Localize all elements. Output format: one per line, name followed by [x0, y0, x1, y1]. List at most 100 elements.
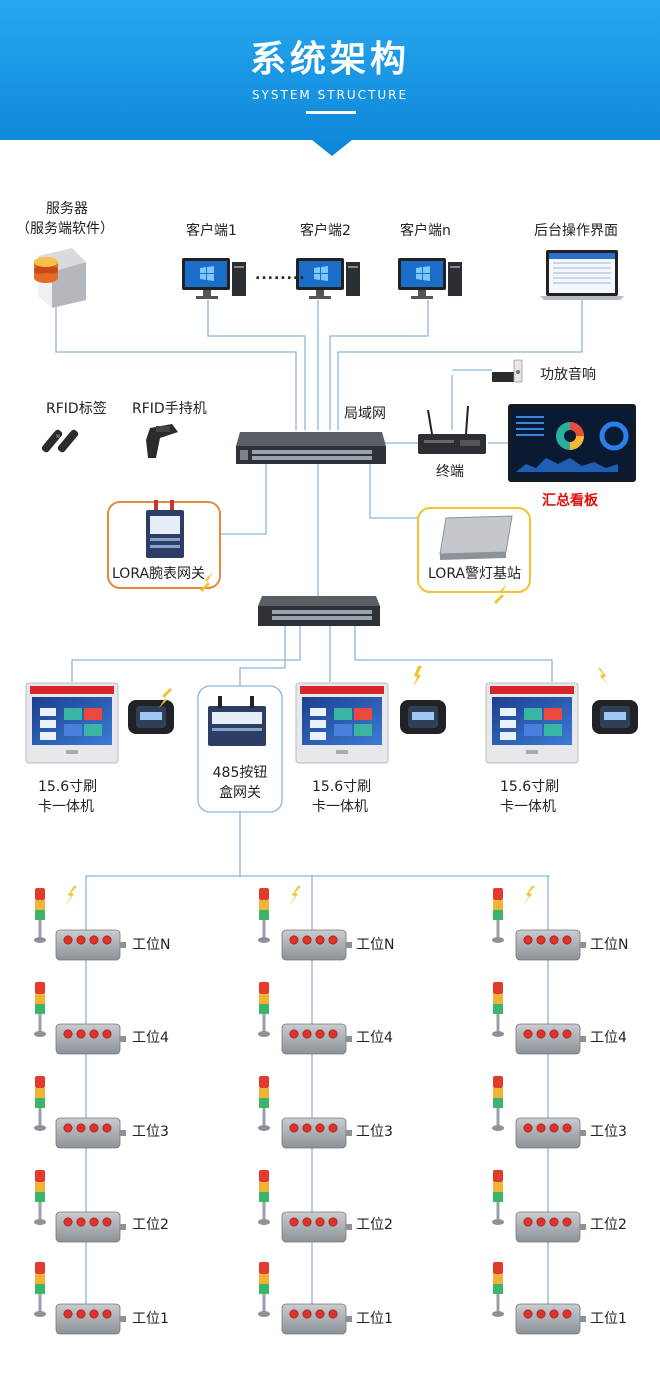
rfid-tag-icon [41, 429, 79, 453]
button-dot [102, 1123, 112, 1133]
tower-light-red [493, 1076, 503, 1088]
tower-light-green [259, 1098, 269, 1108]
button-box-connector [580, 942, 586, 948]
tower-light-pole [496, 1202, 500, 1220]
button-box-connector [346, 1316, 352, 1322]
button-dot [536, 1123, 546, 1133]
card-machine-right-label-2: 卡一体机 [500, 799, 556, 815]
tower-light-pole [262, 1014, 266, 1032]
tower-light-green [35, 1098, 45, 1108]
tower-light-yellow [259, 1274, 269, 1284]
tower-light-base [492, 937, 504, 943]
button-box [515, 1023, 581, 1055]
tower-light-base [34, 1031, 46, 1037]
button-dot [89, 1029, 99, 1039]
button-dot [102, 935, 112, 945]
button-dot [289, 935, 299, 945]
server-software-label: （服务端软件） [16, 221, 114, 237]
tower-light-pole [262, 1202, 266, 1220]
button-dot [302, 1217, 312, 1227]
rfid-handheld-label: RFID手持机 [132, 401, 207, 417]
lora-light-base-label: LORA警灯基站 [428, 566, 522, 582]
button-box [55, 929, 121, 961]
lora-watch-gateway [107, 500, 221, 592]
tower-light-green [493, 1284, 503, 1294]
card-machine-right [485, 682, 579, 764]
button-dot [315, 1123, 325, 1133]
button-box-connector [580, 1224, 586, 1230]
rfid-tag-label: RFID标签 [46, 401, 107, 417]
button-dot [302, 1123, 312, 1133]
button-box [55, 1117, 121, 1149]
card-machine-left [25, 682, 119, 764]
button-box-connector [346, 942, 352, 948]
button-dot [523, 1217, 533, 1227]
tower-light-pole [38, 1108, 42, 1126]
tower-light-pole [496, 1014, 500, 1032]
tower-light-pole [496, 1108, 500, 1126]
station-label: 工位N [132, 937, 171, 953]
button-dot [536, 1029, 546, 1039]
button-dot [328, 935, 338, 945]
button-dot [302, 935, 312, 945]
button-dot [523, 935, 533, 945]
tower-light-base [492, 1031, 504, 1037]
button-box [515, 1117, 581, 1149]
tower-light-green [35, 1004, 45, 1014]
button-dot [562, 1309, 572, 1319]
station-unit [492, 982, 586, 1055]
wireless-bolt-icon [289, 886, 301, 905]
tower-light-yellow [493, 1182, 503, 1192]
station-label: 工位3 [132, 1124, 169, 1140]
tower-light-yellow [259, 1182, 269, 1192]
tower-light-red [493, 1170, 503, 1182]
card-machine-middle [295, 682, 389, 764]
button-dot [315, 1029, 325, 1039]
tower-light-yellow [493, 1274, 503, 1284]
button-dot [315, 935, 325, 945]
station-label: 工位N [356, 937, 395, 953]
button-dot [76, 1029, 86, 1039]
wireless-bolt-icon [65, 886, 77, 905]
station-label: 工位2 [590, 1217, 627, 1233]
tower-light-base [258, 1311, 270, 1317]
button-box-connector [580, 1130, 586, 1136]
amp-label: 功放音响 [540, 367, 596, 383]
tower-light-pole [496, 1294, 500, 1312]
button-box [55, 1303, 121, 1335]
tower-light-green [259, 1192, 269, 1202]
button-dot [102, 1217, 112, 1227]
button-dot [89, 1123, 99, 1133]
button-dot [562, 1029, 572, 1039]
station-unit [258, 1076, 352, 1149]
amplifier-speaker-icon [492, 359, 523, 383]
dashboard-screen-icon [508, 404, 636, 482]
button-dot [562, 1217, 572, 1227]
terminal-router-icon [418, 405, 486, 454]
button-dot [289, 1123, 299, 1133]
tower-light-pole [262, 1108, 266, 1126]
tower-light-yellow [259, 994, 269, 1004]
tower-light-red [259, 1076, 269, 1088]
gateway-485-label-1: 485按钮 [212, 765, 268, 781]
lan-switch-secondary [258, 596, 380, 626]
button-dot [63, 1029, 73, 1039]
watch-right [592, 668, 638, 734]
tower-light-red [35, 1262, 45, 1274]
button-dot [328, 1309, 338, 1319]
button-dot [315, 1309, 325, 1319]
button-box-connector [346, 1036, 352, 1042]
tower-light-pole [38, 920, 42, 938]
tower-light-red [259, 982, 269, 994]
button-dot [89, 935, 99, 945]
card-machine-middle-label-2: 卡一体机 [312, 799, 368, 815]
button-dot [315, 1217, 325, 1227]
card-machine-right-label-1: 15.6寸刷 [500, 779, 560, 795]
tower-light-base [258, 1031, 270, 1037]
rfid-handheld-icon [146, 424, 178, 458]
tower-light-yellow [493, 1088, 503, 1098]
button-box-connector [120, 1036, 126, 1042]
tower-light-base [258, 1219, 270, 1225]
card-machine-middle-label-1: 15.6寸刷 [312, 779, 372, 795]
tower-light-green [259, 1284, 269, 1294]
